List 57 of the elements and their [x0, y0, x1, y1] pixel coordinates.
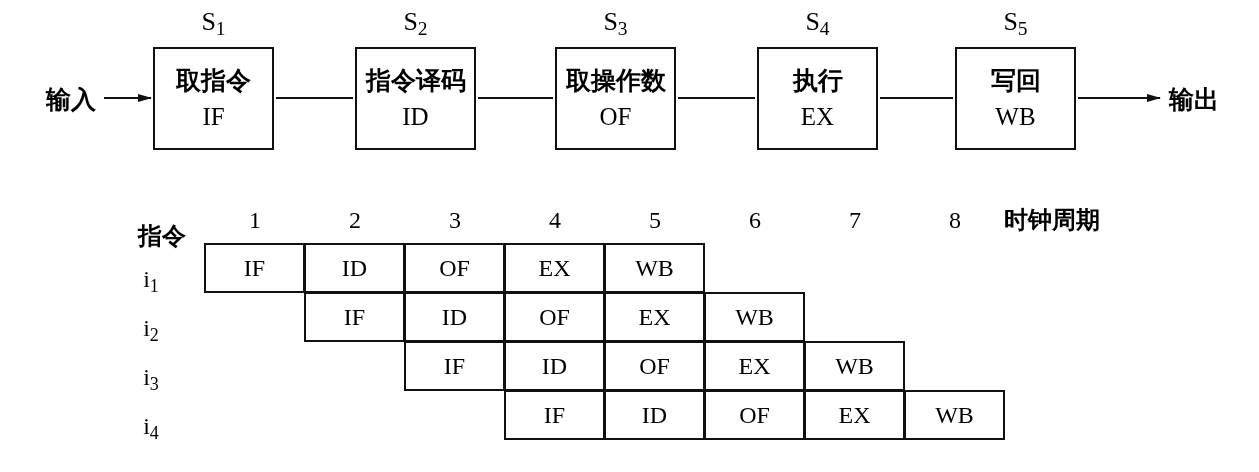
table-cell: EX: [804, 390, 905, 440]
cycle-number: 7: [848, 206, 862, 235]
stage-name: S$_{1}$: [200, 9, 227, 35]
connector-line: [677, 97, 756, 99]
stage-name: S$_{4}$: [804, 9, 831, 35]
connector-line: [477, 97, 554, 99]
axis-label: 指令: [138, 222, 186, 251]
table-cell: OF: [504, 292, 605, 342]
io-text: 输入: [46, 85, 96, 116]
table-cell: WB: [704, 292, 805, 342]
stage-code: WB: [995, 101, 1036, 132]
arrow: [103, 94, 152, 102]
table-cell: IF: [404, 341, 505, 391]
table-cell: ID: [304, 243, 405, 293]
cycle-number: 6: [748, 206, 762, 235]
table-cell: EX: [704, 341, 805, 391]
instruction-label: i$_{1}$: [143, 266, 159, 292]
stage-name: S$_{2}$: [402, 9, 429, 35]
stage-title: 写回: [990, 66, 1041, 97]
arrow: [1077, 94, 1161, 102]
table-cell: ID: [504, 341, 605, 391]
stage-code: OF: [599, 101, 632, 132]
cycle-number: 1: [248, 206, 262, 235]
connector-line: [275, 97, 354, 99]
instruction-label: i$_{3}$: [143, 364, 159, 390]
stage-title: 指令译码: [365, 66, 466, 97]
cycle-number: 2: [348, 206, 362, 235]
cycle-number: 8: [948, 206, 962, 235]
stage-name: S$_{3}$: [602, 9, 629, 35]
stage-code: EX: [800, 101, 835, 132]
cycle-number: 5: [648, 206, 662, 235]
instruction-label: i$_{4}$: [143, 413, 159, 439]
cycle-number: 4: [548, 206, 562, 235]
table-cell: EX: [504, 243, 605, 293]
table-cell: IF: [204, 243, 305, 293]
table-cell: WB: [604, 243, 705, 293]
stage-code: ID: [402, 101, 429, 132]
table-cell: WB: [804, 341, 905, 391]
table-cell: ID: [404, 292, 505, 342]
cycle-number: 3: [448, 206, 462, 235]
table-cell: ID: [604, 390, 705, 440]
instruction-label: i$_{2}$: [143, 315, 159, 341]
table-cell: OF: [404, 243, 505, 293]
stage-title: 取指令: [176, 66, 251, 97]
table-cell: OF: [604, 341, 705, 391]
stage-title: 执行: [792, 66, 843, 97]
stage-title: 取操作数: [565, 66, 666, 97]
axis-label: 时钟周期: [1004, 206, 1100, 235]
io-text: 输出: [1169, 85, 1219, 116]
table-cell: WB: [904, 390, 1005, 440]
table-cell: IF: [504, 390, 605, 440]
table-cell: IF: [304, 292, 405, 342]
table-cell: OF: [704, 390, 805, 440]
stage-name: S$_{5}$: [1002, 9, 1029, 35]
connector-line: [879, 97, 954, 99]
stage-code: IF: [202, 101, 225, 132]
table-cell: EX: [604, 292, 705, 342]
